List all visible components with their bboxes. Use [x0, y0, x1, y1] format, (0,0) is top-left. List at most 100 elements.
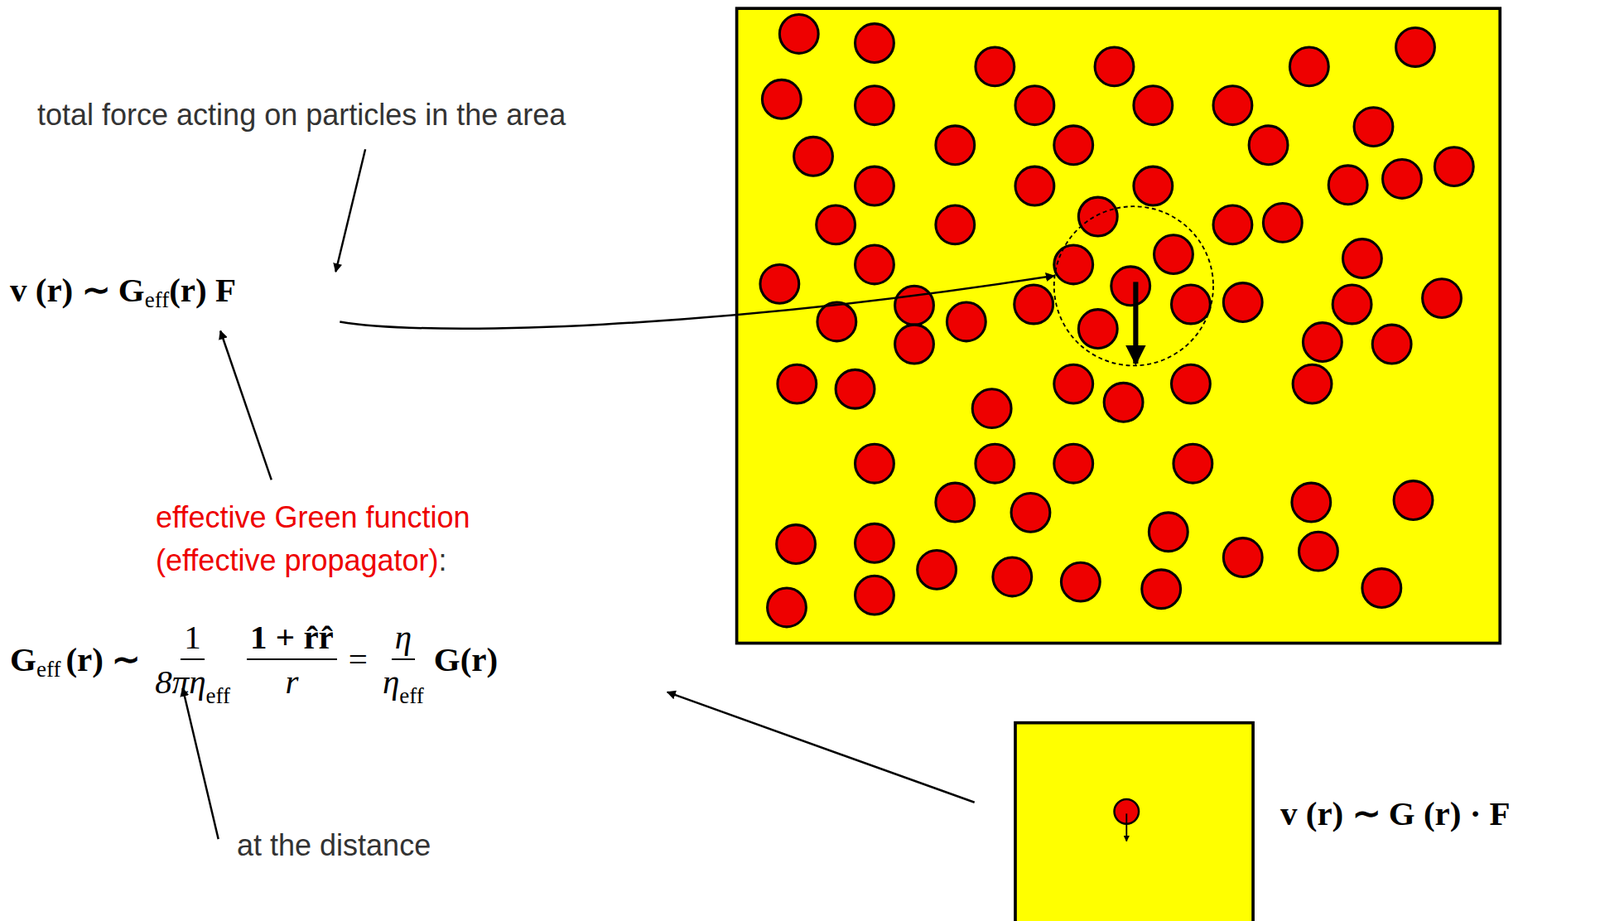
denominator: ηeff [379, 660, 428, 702]
formula-row: v (r) ∼ Geff(r) F [9, 269, 237, 310]
formula: v (r) ∼ G [9, 269, 145, 310]
particle [935, 482, 975, 522]
note-row: effective Green function [155, 500, 471, 535]
particle [1054, 443, 1094, 483]
subscript: eff [144, 287, 169, 314]
note-row: at the distance [236, 828, 431, 863]
particle [1142, 569, 1181, 609]
subscript: eff [206, 683, 231, 709]
particle [855, 443, 895, 483]
particle [1054, 364, 1094, 404]
particle [794, 136, 834, 176]
particle [1383, 159, 1422, 199]
formula: (r) ∼ [65, 639, 140, 680]
particle [1054, 245, 1094, 285]
particle [1393, 481, 1433, 521]
particle [760, 264, 800, 304]
particle [895, 285, 935, 325]
particle [1223, 283, 1263, 323]
particle [767, 587, 807, 627]
particle [895, 324, 935, 364]
particle [1354, 107, 1393, 147]
particle [972, 389, 1012, 429]
particle [992, 557, 1032, 597]
particle [855, 575, 895, 615]
particle [1154, 235, 1194, 275]
numerator-text: 1 [183, 616, 202, 657]
particle [1422, 279, 1462, 319]
formula: (r) F [168, 269, 237, 310]
fraction: 1 + r̂r̂r [246, 616, 338, 702]
particle [1015, 86, 1055, 126]
particle [1078, 309, 1118, 349]
note: at the distance [236, 828, 431, 863]
particle [1396, 28, 1436, 68]
fraction: 18πηeff [151, 616, 234, 702]
particle [1332, 284, 1372, 324]
particle [1011, 492, 1051, 532]
particle [1173, 443, 1213, 483]
particle [1213, 205, 1253, 245]
note: effective Green function [155, 500, 471, 535]
particle [1372, 324, 1412, 364]
particle [975, 47, 1015, 87]
particle [935, 205, 975, 245]
particle [1094, 47, 1134, 87]
numerator: 1 [180, 616, 205, 661]
particle [946, 302, 986, 342]
leader-line [339, 275, 1055, 329]
particle [777, 364, 817, 404]
force-arrow [1125, 813, 1128, 841]
particle [1148, 512, 1188, 552]
particle [1328, 165, 1368, 205]
particle [1171, 364, 1211, 404]
suspension-box [737, 8, 1501, 643]
particle [855, 24, 895, 63]
dashed-area [1054, 206, 1214, 366]
particle [855, 166, 895, 206]
formula: G [9, 639, 37, 680]
leader-line [335, 149, 366, 272]
formula-row: Geff(r) ∼18πηeff1 + r̂r̂r=ηηeffG(r) [9, 616, 498, 702]
note: : [438, 543, 448, 579]
particle [761, 79, 801, 119]
note-row: (effective propagator): [155, 543, 448, 579]
fraction: ηηeff [379, 616, 428, 702]
formula-row: v (r) ∼ G (r) · F [1280, 793, 1511, 834]
particle [1292, 364, 1332, 404]
particle [1362, 568, 1402, 608]
particle [855, 523, 895, 563]
formula: v (r) ∼ G (r) · F [1280, 793, 1511, 834]
single-particle-box [1015, 722, 1254, 921]
particle [1291, 482, 1331, 522]
particle [1302, 322, 1342, 362]
particle [1213, 86, 1253, 126]
numerator: η [391, 616, 415, 661]
denominator: r [281, 660, 302, 702]
leader-line [667, 692, 975, 803]
particle [855, 86, 895, 126]
particle [1111, 266, 1151, 306]
particle [935, 125, 975, 165]
formula: G(r) [433, 639, 498, 680]
numerator-text: 1 + r̂r̂ [250, 616, 334, 657]
denominator-text: 8πη [154, 661, 206, 702]
particle [1289, 47, 1329, 87]
denominator-text: η [382, 661, 400, 702]
subscript: eff [399, 683, 424, 709]
note: (effective propagator) [155, 543, 439, 579]
particle [1133, 86, 1173, 126]
denominator-text: r [284, 661, 299, 702]
formula: = [348, 639, 368, 680]
note: total force acting on particles in the a… [37, 97, 566, 133]
force-arrow [1132, 281, 1138, 364]
particle [1015, 166, 1055, 206]
particle [817, 302, 857, 342]
numerator: 1 + r̂r̂ [246, 616, 338, 661]
particle [1171, 284, 1211, 324]
denominator: 8πηeff [151, 660, 234, 702]
particle [917, 549, 957, 589]
particle [1299, 531, 1339, 571]
particle [1103, 382, 1143, 422]
